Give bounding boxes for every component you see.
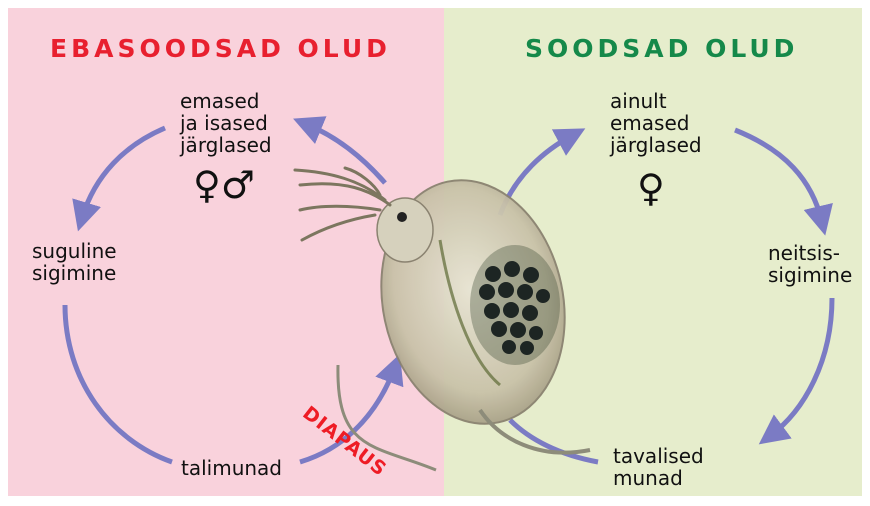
arrow-sexual-to-wintereggs	[65, 305, 172, 462]
winter-eggs-label: talimunad	[181, 457, 282, 479]
mixed-offspring-label: emased ja isased järglased	[180, 90, 272, 156]
regular-eggs-label: tavalised munad	[613, 445, 704, 489]
arrow-parthenogenesis-to-eggs	[770, 298, 832, 436]
parthenogenesis-label: neitsis- sigimine	[768, 242, 852, 286]
arrow-offspring-to-sexual	[82, 128, 165, 218]
male-female-symbols: ♀♂	[193, 165, 255, 205]
arrow-female-to-parthenogenesis	[735, 130, 822, 222]
unfavorable-conditions-title: EBASOODSAD OLUD	[50, 34, 391, 63]
arrow-eggs-to-daphnia	[510, 420, 598, 462]
female-symbol: ♀	[637, 168, 665, 208]
favorable-conditions-title: SOODSAD OLUD	[525, 34, 798, 63]
arrow-to-mixed-offspring	[306, 124, 385, 183]
female-only-offspring-label: ainult emased järglased	[610, 90, 702, 156]
sexual-reproduction-label: suguline sigimine	[32, 240, 117, 284]
